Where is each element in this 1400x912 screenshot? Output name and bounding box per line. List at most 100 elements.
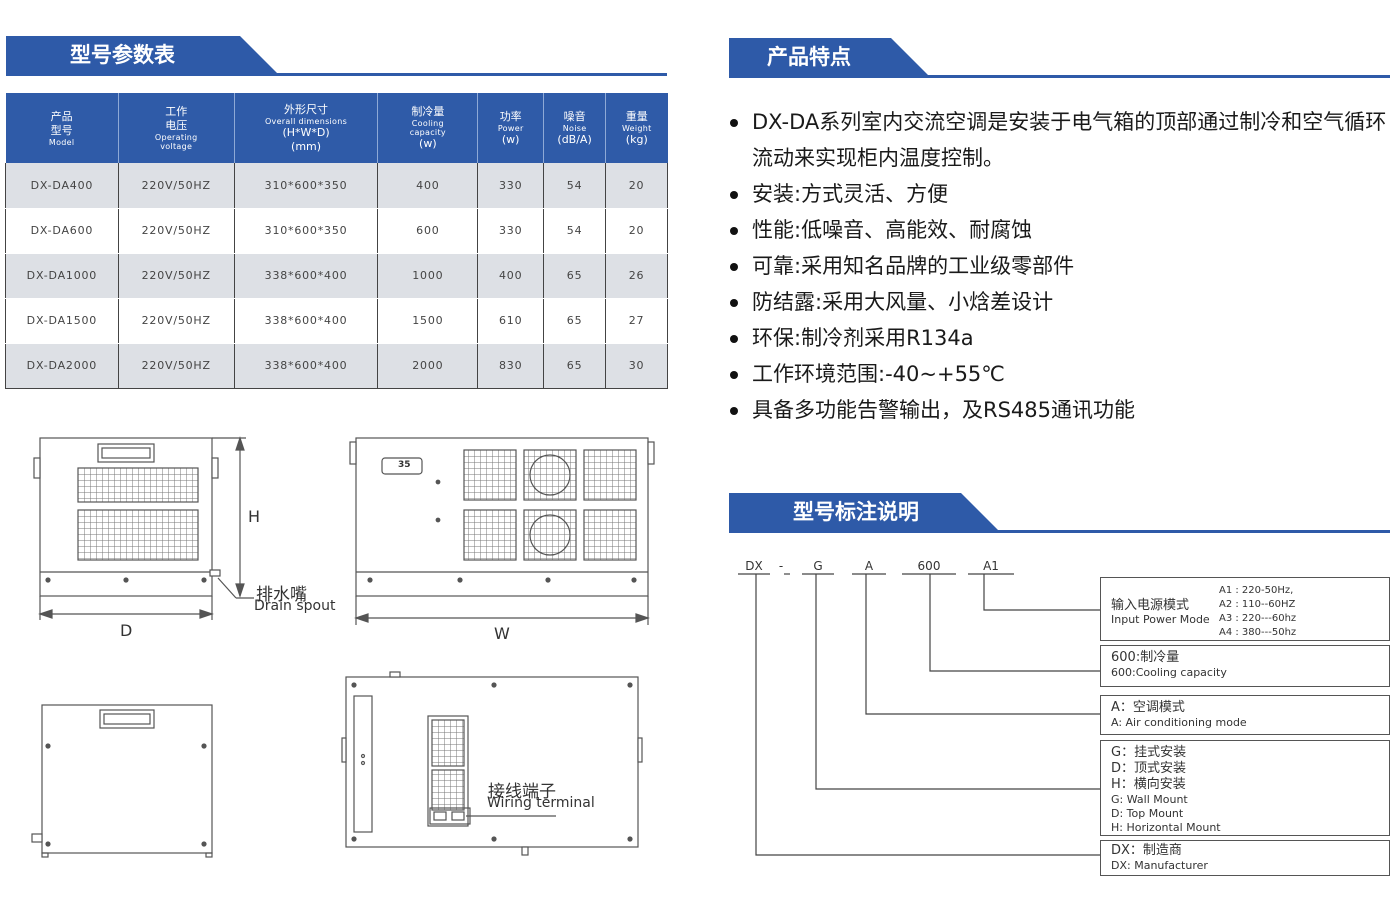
feature-text: 可靠:采用知名品牌的工业级零部件 xyxy=(752,254,1075,278)
feature-text: 具备多功能告警输出，及RS485通讯功能 xyxy=(752,398,1136,422)
column-header-en: Cooling xyxy=(411,119,444,128)
mount-wall-cn: G：挂式安装 xyxy=(1111,745,1187,760)
table-cell: 65 xyxy=(543,253,607,299)
column-header-en: Operating xyxy=(154,133,198,142)
model-code-segment-capacity: 600 xyxy=(917,559,941,573)
table-cell: 26 xyxy=(605,253,668,299)
table-section-header: 型号参数表 xyxy=(6,36,667,76)
wiring-terminal-en-label: Wiring terminal xyxy=(487,795,595,811)
bullet-icon xyxy=(730,263,738,271)
column-header-cn: 功率 xyxy=(499,109,522,123)
feature-text: 安装:方式灵活、方便 xyxy=(752,182,949,206)
mount-wall-en: G: Wall Mount xyxy=(1111,793,1188,806)
dimension-w-label: W xyxy=(494,624,510,643)
side-view-drawing xyxy=(33,436,254,620)
table-cell: 830 xyxy=(477,343,545,389)
column-header-cn: 产品 xyxy=(50,109,73,123)
column-header-cn: 电压 xyxy=(165,119,188,132)
feature-item: 环保:制冷剂采用R134a xyxy=(730,320,1390,356)
table-cell: DX-DA600 xyxy=(5,208,119,254)
mount-type-box: G：挂式安装 D：顶式安装 H：横向安装 G: Wall Mount D: To… xyxy=(1100,740,1390,836)
feature-item: 工作环境范围:-40~+55℃ xyxy=(730,356,1390,392)
wiring-terminal-cn-label: 接线端子 xyxy=(488,782,556,802)
column-header-cn: 制冷量 xyxy=(411,105,445,118)
mount-top-cn: D：顶式安装 xyxy=(1111,761,1187,776)
table-cell: 1500 xyxy=(377,298,479,344)
features-section-header: 产品特点 xyxy=(729,38,1390,78)
table-cell: 400 xyxy=(377,163,479,209)
power-option-a4: A4 : 380---50hz xyxy=(1219,627,1297,638)
table-cell: 220V/50HZ xyxy=(118,298,235,344)
column-header-cn: 型号 xyxy=(50,123,73,137)
feature-item: 防结露:采用大风量、小焓差设计 xyxy=(730,284,1390,320)
table-cell: 27 xyxy=(605,298,668,344)
table-cell: DX-DA2000 xyxy=(5,343,119,389)
bullet-icon xyxy=(730,191,738,199)
model-code-segment-mount: G xyxy=(813,559,823,573)
feature-text: 防结露:采用大风量、小焓差设计 xyxy=(752,290,1054,314)
feature-item: 具备多功能告警输出，及RS485通讯功能 xyxy=(730,392,1390,428)
column-header-en: Weight xyxy=(621,123,652,133)
model-code-segment-ac-mode: A xyxy=(864,559,874,573)
technical-drawings xyxy=(31,436,655,858)
column-header-en: Power xyxy=(497,123,524,133)
table-cell: 30 xyxy=(605,343,668,389)
front-view-drawing xyxy=(349,437,655,625)
feature-text: 工作环境范围:-40~+55℃ xyxy=(752,362,1005,386)
table-cell: 220V/50HZ xyxy=(118,343,235,389)
model-code-lines xyxy=(738,573,1100,856)
dimension-d-label: D xyxy=(120,621,133,640)
mount-horizontal-cn: H：横向安装 xyxy=(1111,777,1186,792)
bullet-icon xyxy=(730,335,738,343)
feature-text: 性能:低噪音、高能效、耐腐蚀 xyxy=(752,218,1033,242)
column-header-unit: (kg) xyxy=(625,132,648,146)
mount-horizontal-en: H: Horizontal Mount xyxy=(1111,821,1221,834)
table-cell: 20 xyxy=(605,208,668,254)
table-cell: 610 xyxy=(477,298,545,344)
manufacturer-en: DX: Manufacturer xyxy=(1111,859,1208,872)
features-section-title: 产品特点 xyxy=(729,38,929,76)
table-cell: 310*600*350 xyxy=(234,208,379,254)
column-header-en: Model xyxy=(48,137,75,147)
table-cell: 220V/50HZ xyxy=(118,208,235,254)
column-header-cn: 噪音 xyxy=(563,109,586,123)
ac-mode-en: A: Air conditioning mode xyxy=(1111,716,1247,729)
table-cell: 65 xyxy=(543,298,607,344)
cooling-capacity-en: 600:Cooling capacity xyxy=(1111,666,1227,679)
table-cell: 1000 xyxy=(377,253,479,299)
cooling-capacity-box: 600:制冷量 600:Cooling capacity xyxy=(1100,645,1390,687)
power-option-a2: A2 : 110--60HZ xyxy=(1219,599,1296,610)
column-header-unit: (w) xyxy=(501,132,520,146)
dimension-h-label: H xyxy=(248,507,261,526)
column-header-cn: 工作 xyxy=(165,105,188,118)
table-cell: DX-DA1000 xyxy=(5,253,119,299)
table-cell: 338*600*400 xyxy=(234,253,379,299)
column-header-cn: 重量 xyxy=(625,109,648,123)
table-cell: 2000 xyxy=(377,343,479,389)
column-header-unit: (mm) xyxy=(291,139,322,153)
table-cell: 65 xyxy=(543,343,607,389)
power-option-a1: A1 : 220-50Hz, xyxy=(1219,585,1294,596)
column-header-en: Noise xyxy=(562,123,587,133)
feature-text: DX-DA系列室内交流空调是安装于电气箱的顶部通过制冷和空气循环流动来实现柜内温… xyxy=(752,110,1387,170)
drain-spout-cn-label: 排水嘴 xyxy=(256,585,307,605)
top-view-drawing xyxy=(341,671,643,856)
model-code-segment-dash: - xyxy=(778,559,784,573)
model-code-segment-manufacturer: DX xyxy=(745,559,763,573)
power-mode-box: 输入电源模式 Input Power Mode A1 : 220-50Hz, A… xyxy=(1100,577,1390,641)
bullet-icon xyxy=(730,299,738,307)
feature-item: DX-DA系列室内交流空调是安装于电气箱的顶部通过制冷和空气循环流动来实现柜内温… xyxy=(730,104,1390,176)
manufacturer-box: DX：制造商 DX: Manufacturer xyxy=(1100,840,1390,876)
table-cell: 54 xyxy=(543,208,607,254)
column-header-unit: (H*W*D) xyxy=(282,125,330,139)
model-code-segment-power: A1 xyxy=(983,559,999,573)
